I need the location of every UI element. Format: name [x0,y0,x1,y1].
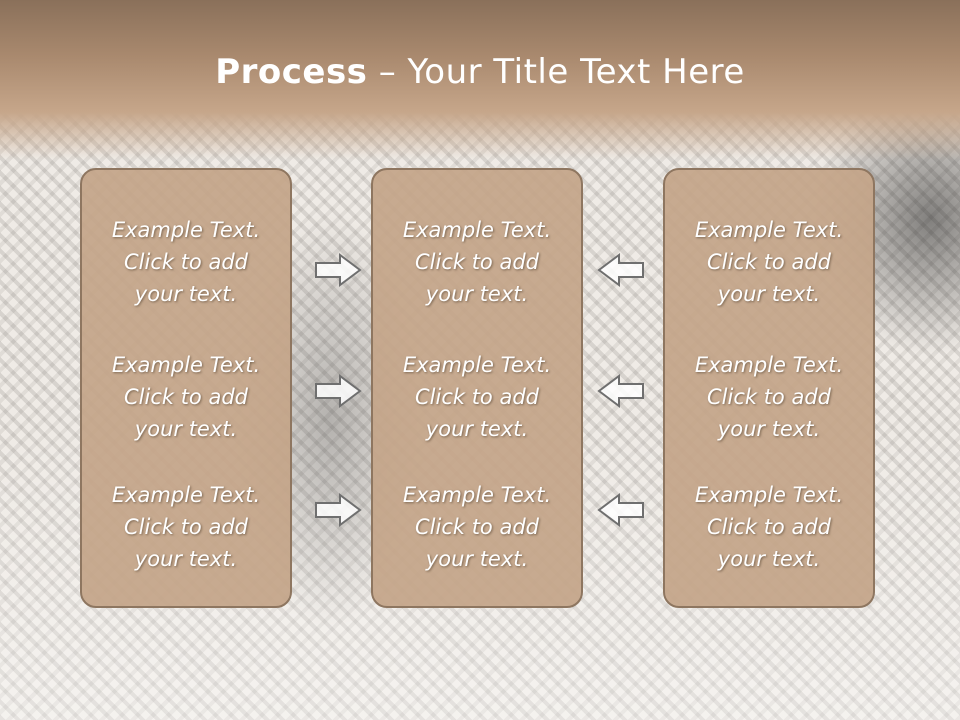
process-column-3[interactable]: Example Text. Click to add your text. Ex… [663,168,875,608]
text-block[interactable]: Example Text. Click to add your text. [665,349,873,445]
text-block[interactable]: Example Text. Click to add your text. [82,214,290,310]
text-line: Click to add [706,515,831,539]
text-line: Example Text. [694,218,844,242]
text-block[interactable]: Example Text. Click to add your text. [665,214,873,310]
arrow-left-icon [597,253,644,287]
text-line: Example Text. [402,353,552,377]
text-line: Example Text. [111,483,261,507]
slide-title[interactable]: Process – Your Title Text Here [0,52,960,92]
text-line: Click to add [123,385,248,409]
text-line: Example Text. [694,353,844,377]
arrow-left-icon [597,493,644,527]
text-line: Example Text. [694,483,844,507]
arrow-right-icon [315,493,362,527]
process-column-2[interactable]: Example Text. Click to add your text. Ex… [371,168,583,608]
text-line: Example Text. [111,218,261,242]
text-line: your text. [134,417,238,441]
text-line: Example Text. [111,353,261,377]
text-line: your text. [717,282,821,306]
arrow-right-icon [315,253,362,287]
process-column-1[interactable]: Example Text. Click to add your text. Ex… [80,168,292,608]
text-line: Click to add [414,385,539,409]
text-line: your text. [425,547,529,571]
text-line: Click to add [706,250,831,274]
title-bold-text: Process [215,52,368,92]
text-block[interactable]: Example Text. Click to add your text. [82,349,290,445]
text-block[interactable]: Example Text. Click to add your text. [373,479,581,575]
text-line: Click to add [123,250,248,274]
text-line: your text. [425,282,529,306]
text-line: Click to add [123,515,248,539]
text-block[interactable]: Example Text. Click to add your text. [373,349,581,445]
text-line: Click to add [414,250,539,274]
text-line: your text. [425,417,529,441]
title-rest-text: – Your Title Text Here [367,52,745,92]
text-line: your text. [134,282,238,306]
text-block[interactable]: Example Text. Click to add your text. [82,479,290,575]
text-line: Example Text. [402,218,552,242]
text-line: your text. [717,417,821,441]
arrow-right-icon [315,374,362,408]
text-block[interactable]: Example Text. Click to add your text. [665,479,873,575]
title-bar [0,0,960,160]
text-line: your text. [717,547,821,571]
text-line: Click to add [706,385,831,409]
arrow-left-icon [597,374,644,408]
text-line: Click to add [414,515,539,539]
text-line: your text. [134,547,238,571]
text-block[interactable]: Example Text. Click to add your text. [373,214,581,310]
text-line: Example Text. [402,483,552,507]
